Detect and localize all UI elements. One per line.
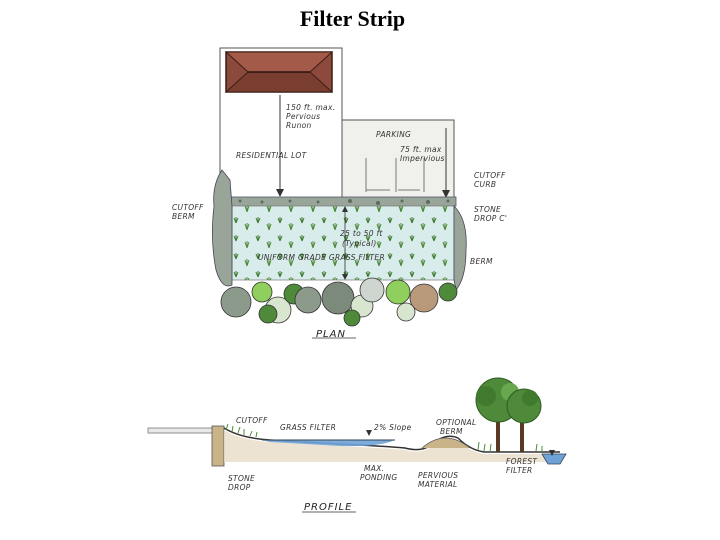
profile-grass-filter-label: GRASS FILTER [280, 423, 337, 432]
shrub-row [220, 277, 458, 327]
forest-filter-label-line-2: FILTER [506, 466, 533, 475]
width-label-line-1: 25 to 50 ft [340, 229, 383, 238]
profile-stone-drop-label-line-2: DROP [228, 483, 251, 492]
berm-label: BERM [470, 257, 493, 266]
stone-drop-label-line-2: DROP C' [474, 214, 508, 223]
grass-filter-label: UNIFORM GRADE GRASS FILTER [258, 253, 385, 262]
cutoff-berm [212, 169, 233, 287]
page-title: Filter Strip [299, 6, 406, 31]
parking-label: PARKING [376, 130, 412, 139]
forest-trees [475, 377, 543, 453]
impervious-label-line-2: Impervious [400, 154, 445, 163]
ponding-water [262, 440, 395, 447]
parking-stalls [365, 158, 425, 192]
parking-lot [341, 119, 455, 199]
house-roof [224, 51, 334, 93]
forest-filter-label-line-1: FOREST [506, 457, 538, 466]
width-label-line-2: (Typical) [342, 239, 377, 248]
profile-caption: PROFILE [304, 502, 353, 513]
slope-label: 2% Slope [374, 423, 412, 432]
plan-view [212, 47, 467, 339]
cutoff-curb-label-line-2: CURB [474, 180, 497, 189]
impervious-label-line-1: 75 ft. max [400, 145, 442, 154]
optional-berm-label-line-1: OPTIONAL [436, 418, 477, 427]
profile-cutoff-label: CUTOFF [236, 416, 268, 425]
max-ponding-label-line-1: MAX. [364, 464, 385, 473]
cutoff-berm-label-line-1: CUTOFF [172, 203, 204, 212]
residential-lot-label: RESIDENTIAL LOT [236, 151, 307, 160]
right-berm [453, 205, 467, 291]
runoff-label-line-2: Pervious [286, 112, 321, 121]
profile-stone-drop-label-line-1: STONE [228, 474, 256, 483]
max-ponding-label-line-2: PONDING [360, 473, 398, 482]
profile-view [147, 377, 567, 513]
profile-stone-drop [211, 425, 225, 467]
runoff-label-line-1: 150 ft. max. [286, 103, 336, 112]
cutoff-curb-label-line-1: CUTOFF [474, 171, 506, 180]
optional-berm-label-line-2: BERM [440, 427, 463, 436]
stream [541, 453, 567, 465]
cutoff-berm-label-line-2: BERM [172, 212, 195, 221]
profile-berm [421, 437, 471, 449]
pervious-material-label-line-1: PERVIOUS [418, 471, 459, 480]
plan-caption: PLAN [316, 329, 346, 340]
pervious-material-label-line-2: MATERIAL [418, 480, 458, 489]
stone-drop-label-line-1: STONE [474, 205, 502, 214]
pavement [147, 427, 217, 434]
runoff-label-line-3: Runon [286, 121, 312, 130]
